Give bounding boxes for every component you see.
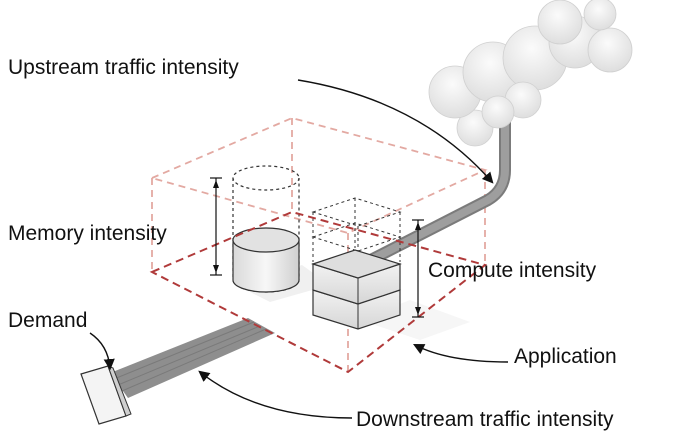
application-box-upper-edges	[149, 117, 488, 372]
cloud-icon	[428, 0, 633, 147]
application-callout-arrow	[413, 343, 509, 363]
memory-cylinder	[232, 165, 300, 293]
memory-intensity-label: Memory intensity	[8, 222, 167, 245]
compute-intensity-label: Compute intensity	[428, 259, 597, 282]
upstream-callout-arrow	[297, 79, 494, 184]
memory-intensity-bar	[210, 177, 222, 276]
application-box	[149, 117, 488, 372]
downstream-traffic-label: Downstream traffic intensity	[356, 408, 614, 431]
upstream-pipe	[352, 88, 511, 274]
downstream-pipe	[110, 318, 275, 398]
compute-intensity-bar	[412, 219, 424, 318]
upstream-traffic-label: Upstream traffic intensity	[8, 56, 239, 79]
application-label: Application	[514, 345, 617, 368]
demand-label: Demand	[8, 309, 87, 332]
application-box-base	[149, 210, 488, 374]
demand-terminal	[80, 365, 132, 425]
demand-callout-arrow	[89, 332, 115, 371]
downstream-callout-arrow	[198, 370, 353, 419]
compute-stack	[311, 197, 402, 330]
